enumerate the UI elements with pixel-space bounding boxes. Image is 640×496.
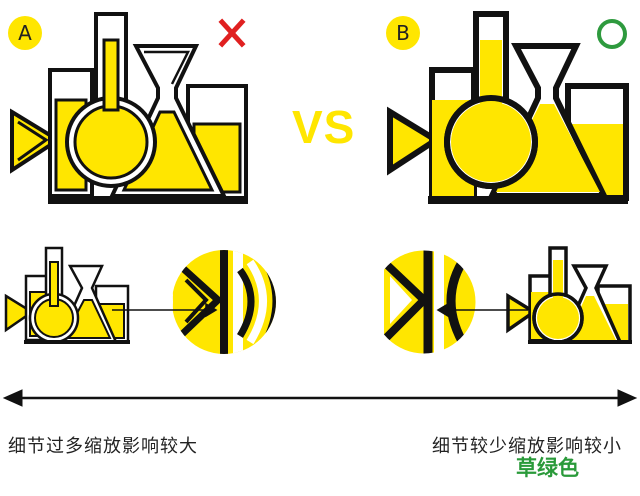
double-arrow: [2, 389, 638, 407]
vs-label: VS: [292, 101, 356, 153]
round-flask-b: [444, 11, 538, 189]
circle-check-icon: [597, 19, 627, 49]
option-b-badge: B: [386, 16, 420, 50]
small-icon-b: [506, 246, 632, 344]
option-a-badge: A: [8, 16, 42, 50]
base-a: [48, 196, 248, 204]
round-flask-a: [65, 12, 157, 188]
arrow-left-to-zoom: [112, 302, 218, 318]
caption-left: 细节过多缩放影响较大: [8, 436, 198, 457]
watermark-text: 草绿色: [516, 456, 579, 480]
base-b: [428, 196, 628, 204]
icon-b-simple: [387, 11, 629, 204]
small-icon-a: [4, 246, 130, 344]
zoom-circle-a: [172, 250, 276, 354]
caption-right: 细节较少缩放影响较小: [432, 436, 622, 457]
triangle-prism-a: [10, 108, 62, 174]
cross-icon: [218, 18, 246, 48]
triangle-prism-b: [387, 106, 442, 176]
arrow-right-to-zoom: [436, 302, 528, 318]
zoom-circle-b: [371, 249, 477, 355]
icon-a-detailed: [10, 12, 248, 204]
